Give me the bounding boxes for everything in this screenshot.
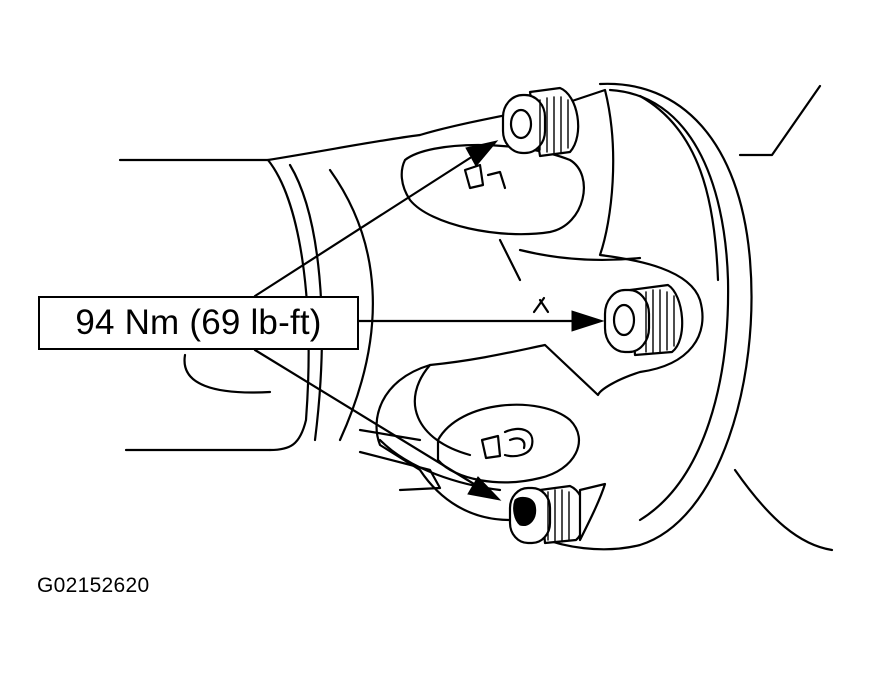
leader-bottom — [253, 348, 476, 486]
figure-id: G02152620 — [37, 574, 150, 597]
torque-spec-label: 94 Nm (69 lb-ft) — [38, 296, 359, 350]
leader-top — [253, 156, 472, 298]
arrowhead-top — [465, 140, 499, 167]
callout-leaders — [253, 140, 605, 501]
arrowhead-middle — [571, 310, 605, 332]
driveshaft-tube — [118, 133, 422, 452]
top-bolt — [501, 86, 580, 158]
lower-bearing-cup — [436, 403, 581, 484]
bottom-bolt — [508, 482, 607, 545]
middle-bolt — [603, 283, 684, 357]
arrowhead-bottom — [467, 476, 502, 501]
